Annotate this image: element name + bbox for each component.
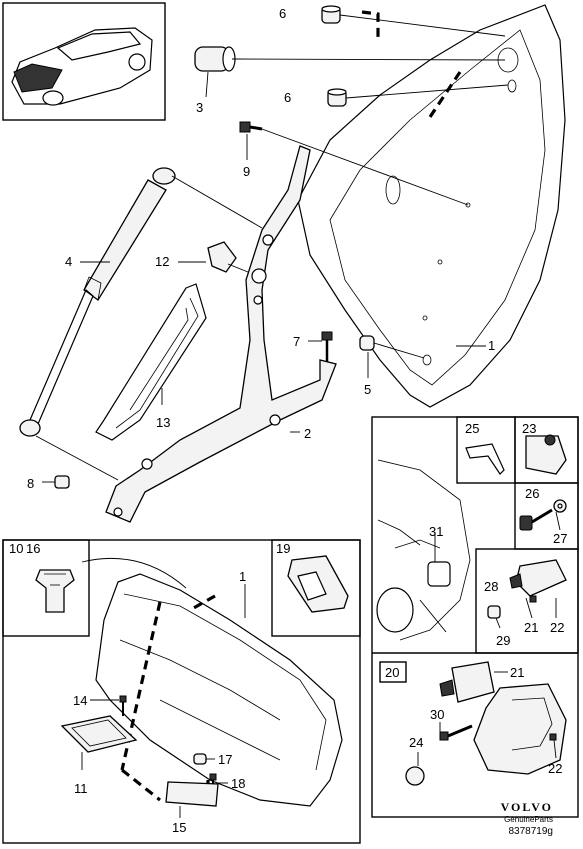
callout-4: 4 xyxy=(65,254,72,269)
callout-24: 24 xyxy=(409,735,423,750)
bushing-12 xyxy=(207,241,237,273)
callout-1b: 1 xyxy=(239,569,246,584)
right-panel xyxy=(371,416,579,818)
callout-5: 5 xyxy=(364,382,371,397)
bracket-19 xyxy=(287,555,349,613)
callout-25: 25 xyxy=(465,421,479,436)
car-thumbnail xyxy=(2,2,166,121)
callout-8: 8 xyxy=(27,476,34,491)
callout-21a: 21 xyxy=(524,620,538,635)
callout-17: 17 xyxy=(218,752,232,767)
callout-3: 3 xyxy=(196,100,203,115)
screw-14 xyxy=(119,695,127,716)
callout-19: 19 xyxy=(276,541,290,556)
rubber-bumper-6b xyxy=(327,88,347,107)
bumper-24 xyxy=(405,766,425,786)
rubber-bumper-6a xyxy=(321,5,341,24)
brand-subtitle: GenuineParts xyxy=(504,815,553,824)
clip-17 xyxy=(193,753,207,765)
bolt-30 xyxy=(439,724,473,741)
screw-22a xyxy=(529,595,537,603)
motor-21a xyxy=(509,559,567,597)
callout-6a: 6 xyxy=(279,6,286,21)
callout-27: 27 xyxy=(553,531,567,546)
callout-11: 11 xyxy=(74,781,88,796)
screw-26 xyxy=(519,508,553,531)
detail-box-trunk-lid xyxy=(2,539,361,844)
bracket-15 xyxy=(165,781,219,807)
callout-16: 16 xyxy=(26,541,40,556)
callout-13: 13 xyxy=(156,415,170,430)
callout-28: 28 xyxy=(484,579,498,594)
dashed-lead-6a xyxy=(361,10,380,40)
callout-7: 7 xyxy=(293,334,300,349)
hinge-cover-13 xyxy=(95,283,207,441)
brand-logo: VOLVO xyxy=(500,800,553,814)
callout-9: 9 xyxy=(243,164,250,179)
callout-15: 15 xyxy=(172,820,186,835)
plug-3 xyxy=(194,46,236,72)
trunk-lid-inner xyxy=(95,573,343,807)
callout-12: 12 xyxy=(155,254,169,269)
plug-16 xyxy=(35,569,75,613)
bracket-25 xyxy=(465,443,505,475)
motor-21b xyxy=(439,661,495,703)
callout-21b: 21 xyxy=(510,665,524,680)
gas-strut-4 xyxy=(19,167,176,437)
callout-6b: 6 xyxy=(284,90,291,105)
callout-18: 18 xyxy=(231,776,245,791)
diagram-code: 8378719g xyxy=(508,826,554,837)
callout-29: 29 xyxy=(496,633,510,648)
callout-23: 23 xyxy=(522,421,536,436)
trunk-lid xyxy=(297,4,566,408)
callout-14: 14 xyxy=(73,693,87,708)
callout-22b: 22 xyxy=(548,761,562,776)
callout-1a: 1 xyxy=(488,338,495,353)
callout-26: 26 xyxy=(525,486,539,501)
callout-20: 20 xyxy=(385,665,399,680)
callout-30: 30 xyxy=(430,707,444,722)
dashed-lead-6b xyxy=(426,71,462,121)
bolt-9 xyxy=(239,121,263,133)
callout-labels: 6 3 6 9 4 12 13 7 1 5 2 8 10 16 19 1 14 … xyxy=(9,6,567,835)
nut-29 xyxy=(487,605,501,619)
nut-8 xyxy=(54,475,70,489)
switch-23 xyxy=(525,434,567,475)
callout-20-box xyxy=(379,661,407,683)
hinge-2 xyxy=(105,145,337,523)
callout-2: 2 xyxy=(304,426,311,441)
callout-10: 10 xyxy=(9,541,23,556)
pad-11 xyxy=(60,715,138,753)
lock-assembly xyxy=(473,683,567,775)
washer-27 xyxy=(553,499,567,513)
clip-5 xyxy=(359,335,375,351)
screw-22b xyxy=(549,733,557,741)
car-rear-detail xyxy=(376,459,471,641)
callout-31: 31 xyxy=(429,524,443,539)
screw-7 xyxy=(321,331,333,362)
callout-22a: 22 xyxy=(550,620,564,635)
